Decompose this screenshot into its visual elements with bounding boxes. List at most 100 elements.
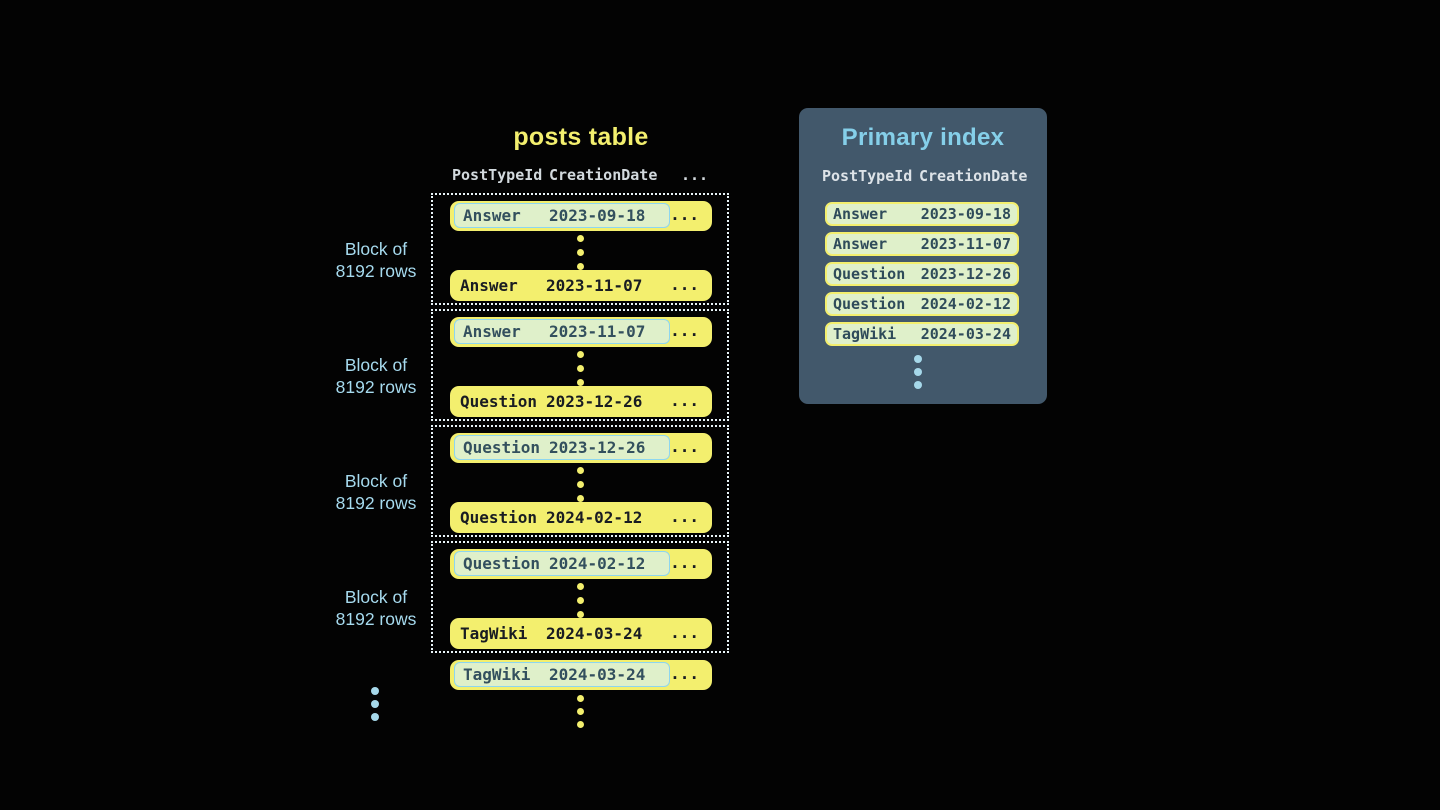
cell-creationdate: 2023-11-07 (920, 235, 1011, 253)
dot-icon (914, 381, 922, 389)
cell-more: ... (670, 506, 699, 526)
row-block-3: Question 2023-12-26 ... Question 2024-02… (431, 425, 729, 537)
dot-icon (577, 235, 584, 242)
block-label-line2: 8192 rows (335, 261, 417, 281)
primary-index-panel: Primary index PostTypeId CreationDate An… (799, 108, 1047, 404)
cell-creationdate: 2023-09-18 (920, 205, 1011, 223)
cell-creationdate: 2023-12-26 (920, 265, 1011, 283)
block-label-line1: Block of (344, 587, 408, 607)
column-header-creationdate: CreationDate (549, 166, 658, 184)
cell-creationdate: 2023-09-18 (549, 206, 646, 225)
cell-creationdate: 2024-03-24 (546, 624, 643, 643)
cell-posttypeid: Question (460, 508, 538, 527)
cell-creationdate: 2024-02-12 (920, 295, 1011, 313)
index-column-header-posttypeid: PostTypeId (822, 167, 913, 185)
block-label-line2: 8192 rows (335, 377, 417, 397)
block-label-line1: Block of (344, 239, 408, 259)
cell-posttypeid: TagWiki (833, 325, 897, 343)
block-label-3: Block of 8192 rows (316, 470, 436, 514)
row-block-2: Answer 2023-11-07 ... Question 2023-12-2… (431, 309, 729, 421)
cell-more: ... (670, 204, 699, 224)
dot-icon (577, 611, 584, 618)
dot-icon (577, 495, 584, 502)
cell-posttypeid: Answer (460, 276, 518, 295)
table-row: Answer 2023-11-07 ... (450, 317, 712, 347)
cell-posttypeid: Question (463, 438, 541, 457)
dot-icon (371, 687, 379, 695)
ellipsis-dots (577, 583, 584, 618)
index-entry-highlight: TagWiki 2024-03-24 (454, 662, 670, 687)
more-blocks-ellipsis-dots (371, 687, 379, 721)
dot-icon (577, 708, 584, 715)
dot-icon (371, 713, 379, 721)
cell-posttypeid: Question (460, 392, 538, 411)
cell-more: ... (670, 436, 699, 456)
more-rows-ellipsis-dots (577, 695, 584, 728)
cell-more: ... (670, 320, 699, 340)
table-row: Question 2024-02-12 ... (450, 502, 712, 533)
ellipsis-dots (577, 467, 584, 502)
cell-posttypeid: Question (833, 265, 906, 283)
table-row: Answer 2023-11-07 ... (450, 270, 712, 301)
cell-posttypeid: Answer (833, 205, 888, 223)
cell-posttypeid: Answer (463, 206, 521, 225)
dot-icon (577, 597, 584, 604)
dot-icon (577, 351, 584, 358)
primary-index-title: Primary index (841, 124, 1005, 151)
dot-icon (577, 721, 584, 728)
dot-icon (577, 263, 584, 270)
block-label-1: Block of 8192 rows (316, 238, 436, 282)
dot-icon (914, 355, 922, 363)
table-row: Question 2023-12-26 ... (450, 433, 712, 463)
table-row: Answer 2023-09-18 ... (450, 201, 712, 231)
block-label-line2: 8192 rows (335, 493, 417, 513)
column-header-posttypeid: PostTypeId (452, 166, 543, 184)
index-entry-highlight: Answer 2023-11-07 (454, 319, 670, 344)
index-row: Question 2024-02-12 (825, 292, 1019, 316)
cell-creationdate: 2024-02-12 (546, 508, 643, 527)
cell-creationdate: 2024-03-24 (549, 665, 646, 684)
cell-creationdate: 2023-12-26 (549, 438, 646, 457)
dot-icon (914, 368, 922, 376)
index-column-header-creationdate: CreationDate (919, 167, 1028, 185)
dot-icon (577, 467, 584, 474)
block-label-2: Block of 8192 rows (316, 354, 436, 398)
ellipsis-dots (577, 235, 584, 270)
cell-posttypeid: Answer (833, 235, 888, 253)
index-entry-highlight: Question 2023-12-26 (454, 435, 670, 460)
cell-posttypeid: Question (833, 295, 906, 313)
dot-icon (577, 365, 584, 372)
cell-creationdate: 2024-03-24 (920, 325, 1011, 343)
index-row: TagWiki 2024-03-24 (825, 322, 1019, 346)
more-index-entries-ellipsis-dots (914, 355, 922, 389)
table-row: TagWiki 2024-03-24 ... (450, 618, 712, 649)
cell-more: ... (670, 622, 699, 642)
dot-icon (371, 700, 379, 708)
cell-more: ... (670, 390, 699, 410)
cell-more: ... (670, 663, 699, 683)
dot-icon (577, 695, 584, 702)
posts-table-title: posts table (513, 123, 649, 151)
cell-more: ... (670, 274, 699, 294)
cell-creationdate: 2023-11-07 (546, 276, 643, 295)
index-row: Answer 2023-11-07 (825, 232, 1019, 256)
cell-creationdate: 2023-12-26 (546, 392, 643, 411)
cell-posttypeid: TagWiki (463, 665, 531, 684)
block-label-line1: Block of (344, 471, 408, 491)
column-header-more: ... (681, 166, 709, 184)
cell-posttypeid: Answer (463, 322, 521, 341)
row-block-4: Question 2024-02-12 ... TagWiki 2024-03-… (431, 541, 729, 653)
cell-posttypeid: Question (463, 554, 541, 573)
index-entry-highlight: Answer 2023-09-18 (454, 203, 670, 228)
index-row: Question 2023-12-26 (825, 262, 1019, 286)
cell-more: ... (670, 552, 699, 572)
index-row: Answer 2023-09-18 (825, 202, 1019, 226)
block-label-line2: 8192 rows (335, 609, 417, 629)
cell-posttypeid: TagWiki (460, 624, 528, 643)
index-entry-highlight: Question 2024-02-12 (454, 551, 670, 576)
row-block-1: Answer 2023-09-18 ... Answer 2023-11-07 … (431, 193, 729, 305)
cell-creationdate: 2023-11-07 (549, 322, 646, 341)
dot-icon (577, 249, 584, 256)
cell-creationdate: 2024-02-12 (549, 554, 646, 573)
